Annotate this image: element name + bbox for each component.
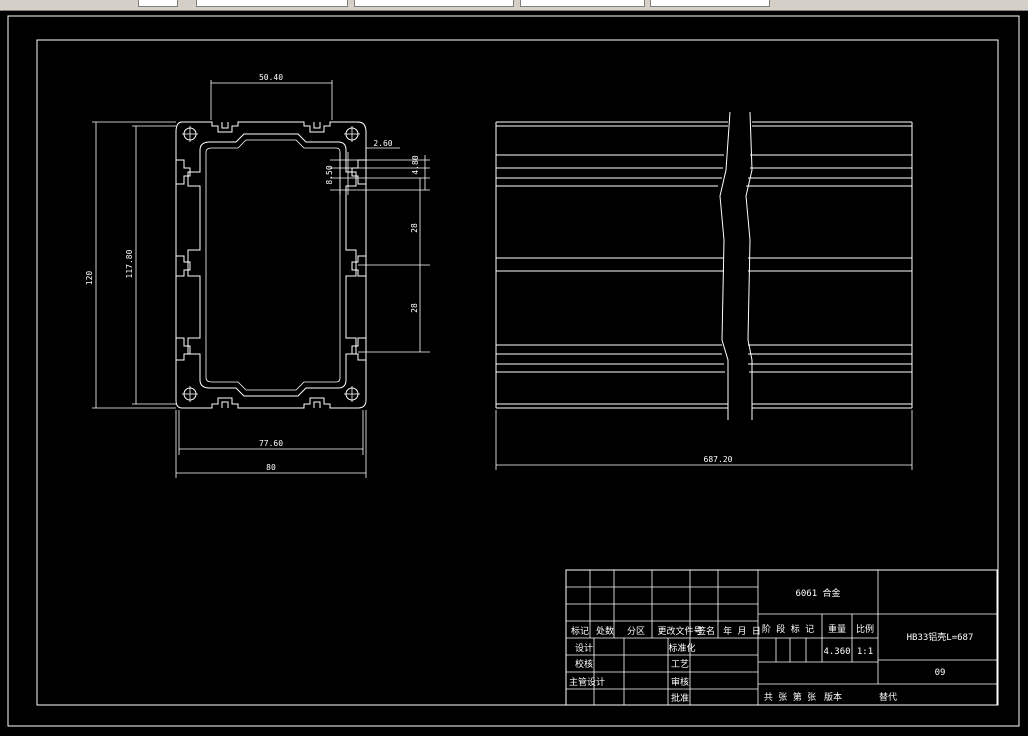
toolbar-tab-3[interactable] — [520, 0, 645, 7]
tb-weight-label: 重量 — [828, 623, 846, 635]
toolbar-tab-1[interactable] — [196, 0, 348, 7]
dim-overall-height: 120 — [85, 271, 94, 286]
tb-sign: 签名 — [697, 625, 715, 637]
cad-drawing-canvas[interactable]: 50.40 2.60 4.80 8.50 28 28 120 117.80 77… — [0, 10, 1028, 736]
toolbar-icon-tab[interactable] — [138, 0, 178, 7]
tb-scale-label: 比例 — [856, 623, 874, 635]
toolbar-tab-4[interactable] — [650, 0, 770, 7]
cross-section-view — [175, 121, 367, 409]
dim-right-pitch-1: 28 — [410, 223, 419, 233]
inner-drawing-frame — [36, 39, 999, 706]
tb-approve: 批准 — [671, 692, 689, 704]
tb-review: 审核 — [671, 676, 689, 688]
tb-scale-value: 1:1 — [857, 647, 873, 657]
outer-sheet-border — [7, 15, 1020, 727]
tb-count: 处数 — [596, 625, 614, 637]
dim-overall-width: 80 — [266, 463, 276, 472]
title-material: 6061 合金 — [795, 587, 840, 599]
dim-right-small-a: 4.80 — [411, 155, 420, 174]
tb-date: 年 月 日 — [723, 625, 761, 637]
tb-standardization: 标准化 — [668, 642, 695, 654]
dim-inner-width: 77.60 — [259, 439, 283, 448]
dim-inner-height: 117.80 — [125, 249, 134, 278]
tb-total-sheets: 共 张 第 张 — [764, 691, 816, 703]
dim-right-small-b: 8.50 — [325, 165, 334, 184]
tb-mark: 标记 — [571, 625, 589, 637]
side-view: 687.20 — [495, 111, 913, 470]
cross-section-dimension-labels: 50.40 2.60 4.80 8.50 28 28 120 117.80 77… — [85, 73, 420, 472]
tb-weight-value: 4.360 — [823, 647, 850, 657]
title-block: 6061 合金 HB33铝壳L=687 09 阶 段 标 记 重量 比例 4.3… — [565, 569, 998, 706]
tb-zone: 分区 — [627, 626, 645, 637]
dim-right-gap: 2.60 — [373, 139, 392, 148]
dim-length: 687.20 — [704, 455, 733, 464]
tb-design: 设计 — [575, 642, 593, 654]
tb-process: 工艺 — [671, 659, 689, 670]
tb-replaces: 替代 — [879, 691, 897, 703]
tb-stage-mark: 阶 段 标 记 — [762, 623, 814, 635]
title-drawing-name: HB33铝壳L=687 — [907, 631, 974, 643]
tb-version: 版本 — [824, 691, 842, 703]
dim-top-width: 50.40 — [259, 73, 283, 82]
title-drawing-number: 09 — [935, 668, 946, 678]
toolbar-tab-2[interactable] — [354, 0, 514, 7]
dim-right-pitch-2: 28 — [410, 303, 419, 313]
cross-section-dimensions — [92, 80, 430, 478]
tb-check: 校核 — [575, 658, 593, 670]
top-toolbar-strip — [0, 0, 1028, 11]
tb-change-doc: 更改文件号 — [657, 625, 702, 637]
tb-chief-design: 主管设计 — [569, 676, 605, 688]
